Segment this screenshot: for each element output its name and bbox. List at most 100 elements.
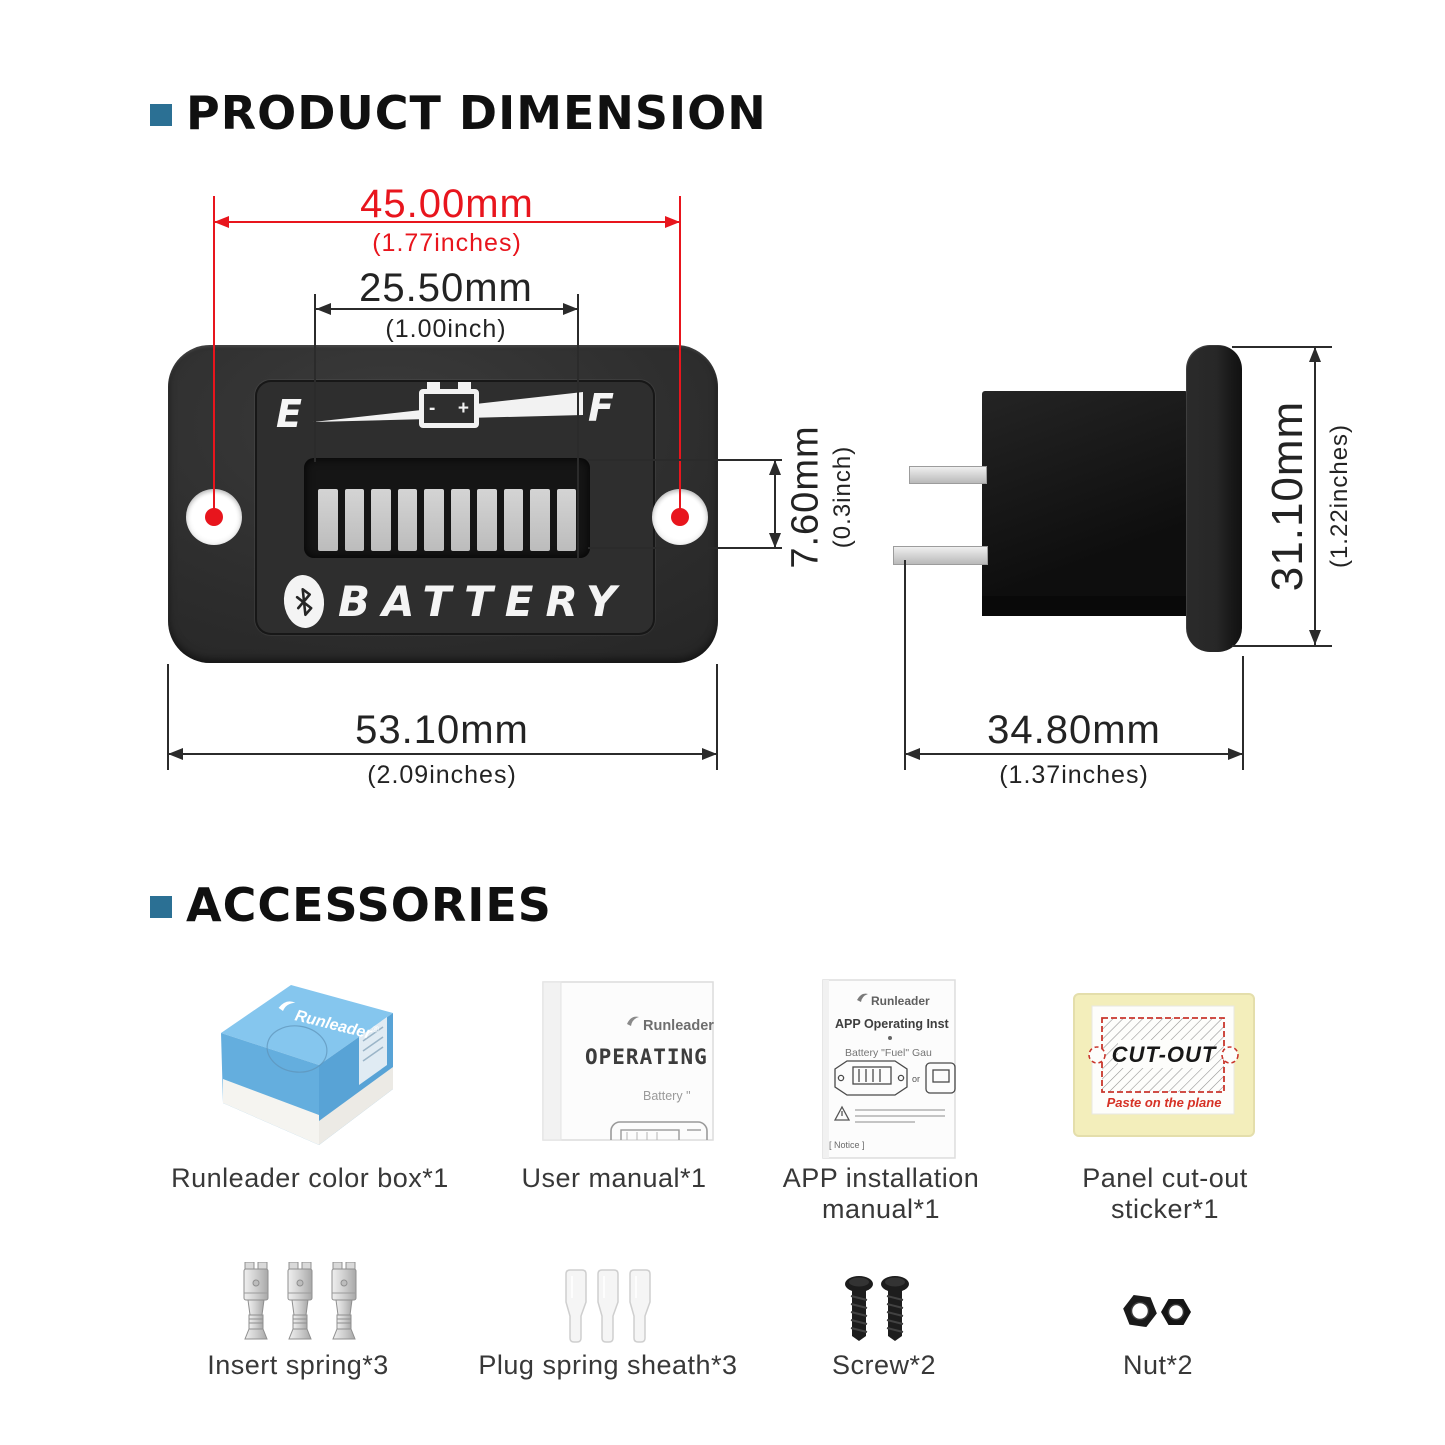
led-bar <box>556 489 576 551</box>
manual-subtitle: Battery " <box>643 1089 691 1103</box>
app-manual-notice: [ Notice ] <box>829 1140 865 1150</box>
accessory-caption: Plug spring sheath*3 <box>478 1350 738 1380</box>
accessory-caption: Runleader color box*1 <box>171 1163 449 1193</box>
box-logo-reg: ® <box>371 1023 380 1034</box>
extension-line <box>588 459 782 461</box>
dim-display-width-in: (1.00inch) <box>385 315 507 343</box>
box-side-label <box>359 1017 387 1085</box>
gauge-empty-label: E <box>276 392 302 436</box>
accessory-caption: APP installation manual*1 <box>782 1163 980 1224</box>
dimension-line-side-depth <box>905 748 1243 760</box>
box-front-white-band <box>223 1079 319 1145</box>
extension-line <box>1232 645 1332 647</box>
battery-terminal-icon <box>427 382 440 390</box>
sticker-cutout-text: CUT-OUT <box>1112 1042 1217 1067</box>
battery-minus-sign: - <box>429 397 436 419</box>
battery-icon: - + <box>419 382 479 428</box>
app-manual-title: APP Operating Inst <box>835 1017 950 1031</box>
manual-fold <box>542 981 562 1141</box>
screw <box>845 1276 909 1341</box>
bluetooth-badge <box>281 573 327 630</box>
led-bar <box>530 489 550 551</box>
sticker-paste-text: Paste on the plane <box>1107 1095 1222 1110</box>
led-bar <box>477 489 497 551</box>
side-view-bottom-band <box>982 596 1188 616</box>
accessory-app-manual: Runleader APP Operating Inst Battery "Fu… <box>822 979 956 1159</box>
dim-display-height-in: (0.3inch) <box>829 445 856 549</box>
led-bar <box>344 489 364 551</box>
extension-line <box>314 294 316 462</box>
accessory-caption: Screw*2 <box>831 1350 937 1380</box>
led-bar <box>424 489 444 551</box>
led-bar <box>397 489 417 551</box>
bluetooth-icon <box>295 587 313 616</box>
runleader-leaf-icon <box>627 1016 639 1026</box>
dim-side-height-in: (1.22inches) <box>1326 423 1353 569</box>
dim-body-width-mm: 53.10mm <box>355 708 529 752</box>
extension-line <box>167 664 169 770</box>
battery-terminal-icon <box>458 382 471 390</box>
dim-hole-span-mm: 45.00mm <box>360 182 534 226</box>
app-manual-warning <box>833 1105 945 1123</box>
sticker-hole-mark-right <box>1221 1046 1239 1064</box>
product-dimension-heading: PRODUCT DIMENSION <box>150 86 767 140</box>
accessory-insert-springs <box>243 1262 357 1340</box>
sticker-hole-mark-left <box>1088 1046 1106 1064</box>
led-bar <box>318 489 338 551</box>
accessory-cutout-sticker: CUT-OUT Paste on the plane <box>1073 993 1255 1137</box>
extension-line <box>1232 346 1332 348</box>
dimension-line-hole-span <box>214 216 680 228</box>
section-title: ACCESSORIES <box>186 878 552 932</box>
accessory-caption: User manual*1 <box>521 1163 707 1193</box>
accessory-plug-sheaths <box>565 1269 651 1343</box>
dimension-line-body-width <box>168 748 717 760</box>
hole-center-dot <box>671 508 689 526</box>
accessories-heading: ACCESSORIES <box>150 878 552 932</box>
dim-hole-span-in: (1.77inches) <box>372 229 522 257</box>
extension-line <box>588 547 782 549</box>
app-manual-or: or <box>912 1074 920 1084</box>
extension-line <box>577 294 579 560</box>
side-view-front-flange <box>1186 345 1242 652</box>
app-manual-subtitle: Battery "Fuel" Gau <box>845 1047 932 1059</box>
sticker-text-band <box>1118 1040 1210 1068</box>
accessory-caption: Nut*2 <box>1122 1350 1194 1380</box>
manual-fold <box>823 980 829 1158</box>
accessory-user-manual: Runleader OPERATING Battery " <box>542 981 714 1141</box>
extension-line <box>716 664 718 770</box>
dim-display-width-mm: 25.50mm <box>359 266 533 310</box>
dim-side-depth-in: (1.37inches) <box>999 761 1149 789</box>
dimension-line-side-height <box>1309 347 1321 645</box>
led-bar <box>503 489 523 551</box>
dim-display-height-mm: 7.60mm <box>784 425 827 569</box>
dimension-line-display-height <box>769 460 781 548</box>
box-right-white-band <box>319 1067 393 1145</box>
extension-line <box>1242 656 1244 770</box>
terminal-pin-lower <box>893 546 988 565</box>
app-manual-gauge-drawings <box>834 1060 956 1096</box>
accessory-caption: Panel cut-out sticker*1 <box>1082 1163 1248 1224</box>
accessory-screws <box>845 1276 909 1341</box>
heading-bullet-square <box>150 896 172 918</box>
gauge-full-label: F <box>588 386 614 430</box>
accessory-nuts <box>1123 1294 1191 1328</box>
app-manual-logo: Runleader <box>871 994 930 1008</box>
battery-icon-body: - + <box>419 389 479 428</box>
battery-gauge-side-view-body <box>982 391 1188 616</box>
led-bar <box>371 489 391 551</box>
brand-label: BATTERY <box>338 577 629 626</box>
hole-center-dot <box>205 508 223 526</box>
manual-gauge-drawing <box>610 1121 708 1140</box>
accessory-caption: Insert spring*3 <box>207 1350 389 1380</box>
extension-line <box>213 196 215 517</box>
heading-bullet-square <box>150 104 172 126</box>
accessory-color-box: Runleader ® <box>221 985 393 1145</box>
plug-sheath <box>565 1269 651 1343</box>
runleader-leaf-icon <box>278 1001 296 1012</box>
extension-line <box>904 560 906 770</box>
box-circle-sketch <box>266 1025 328 1073</box>
insert-spring-terminal <box>243 1262 357 1340</box>
hex-nut <box>1123 1294 1191 1328</box>
runleader-leaf-icon <box>857 993 868 1002</box>
section-title: PRODUCT DIMENSION <box>186 86 767 140</box>
